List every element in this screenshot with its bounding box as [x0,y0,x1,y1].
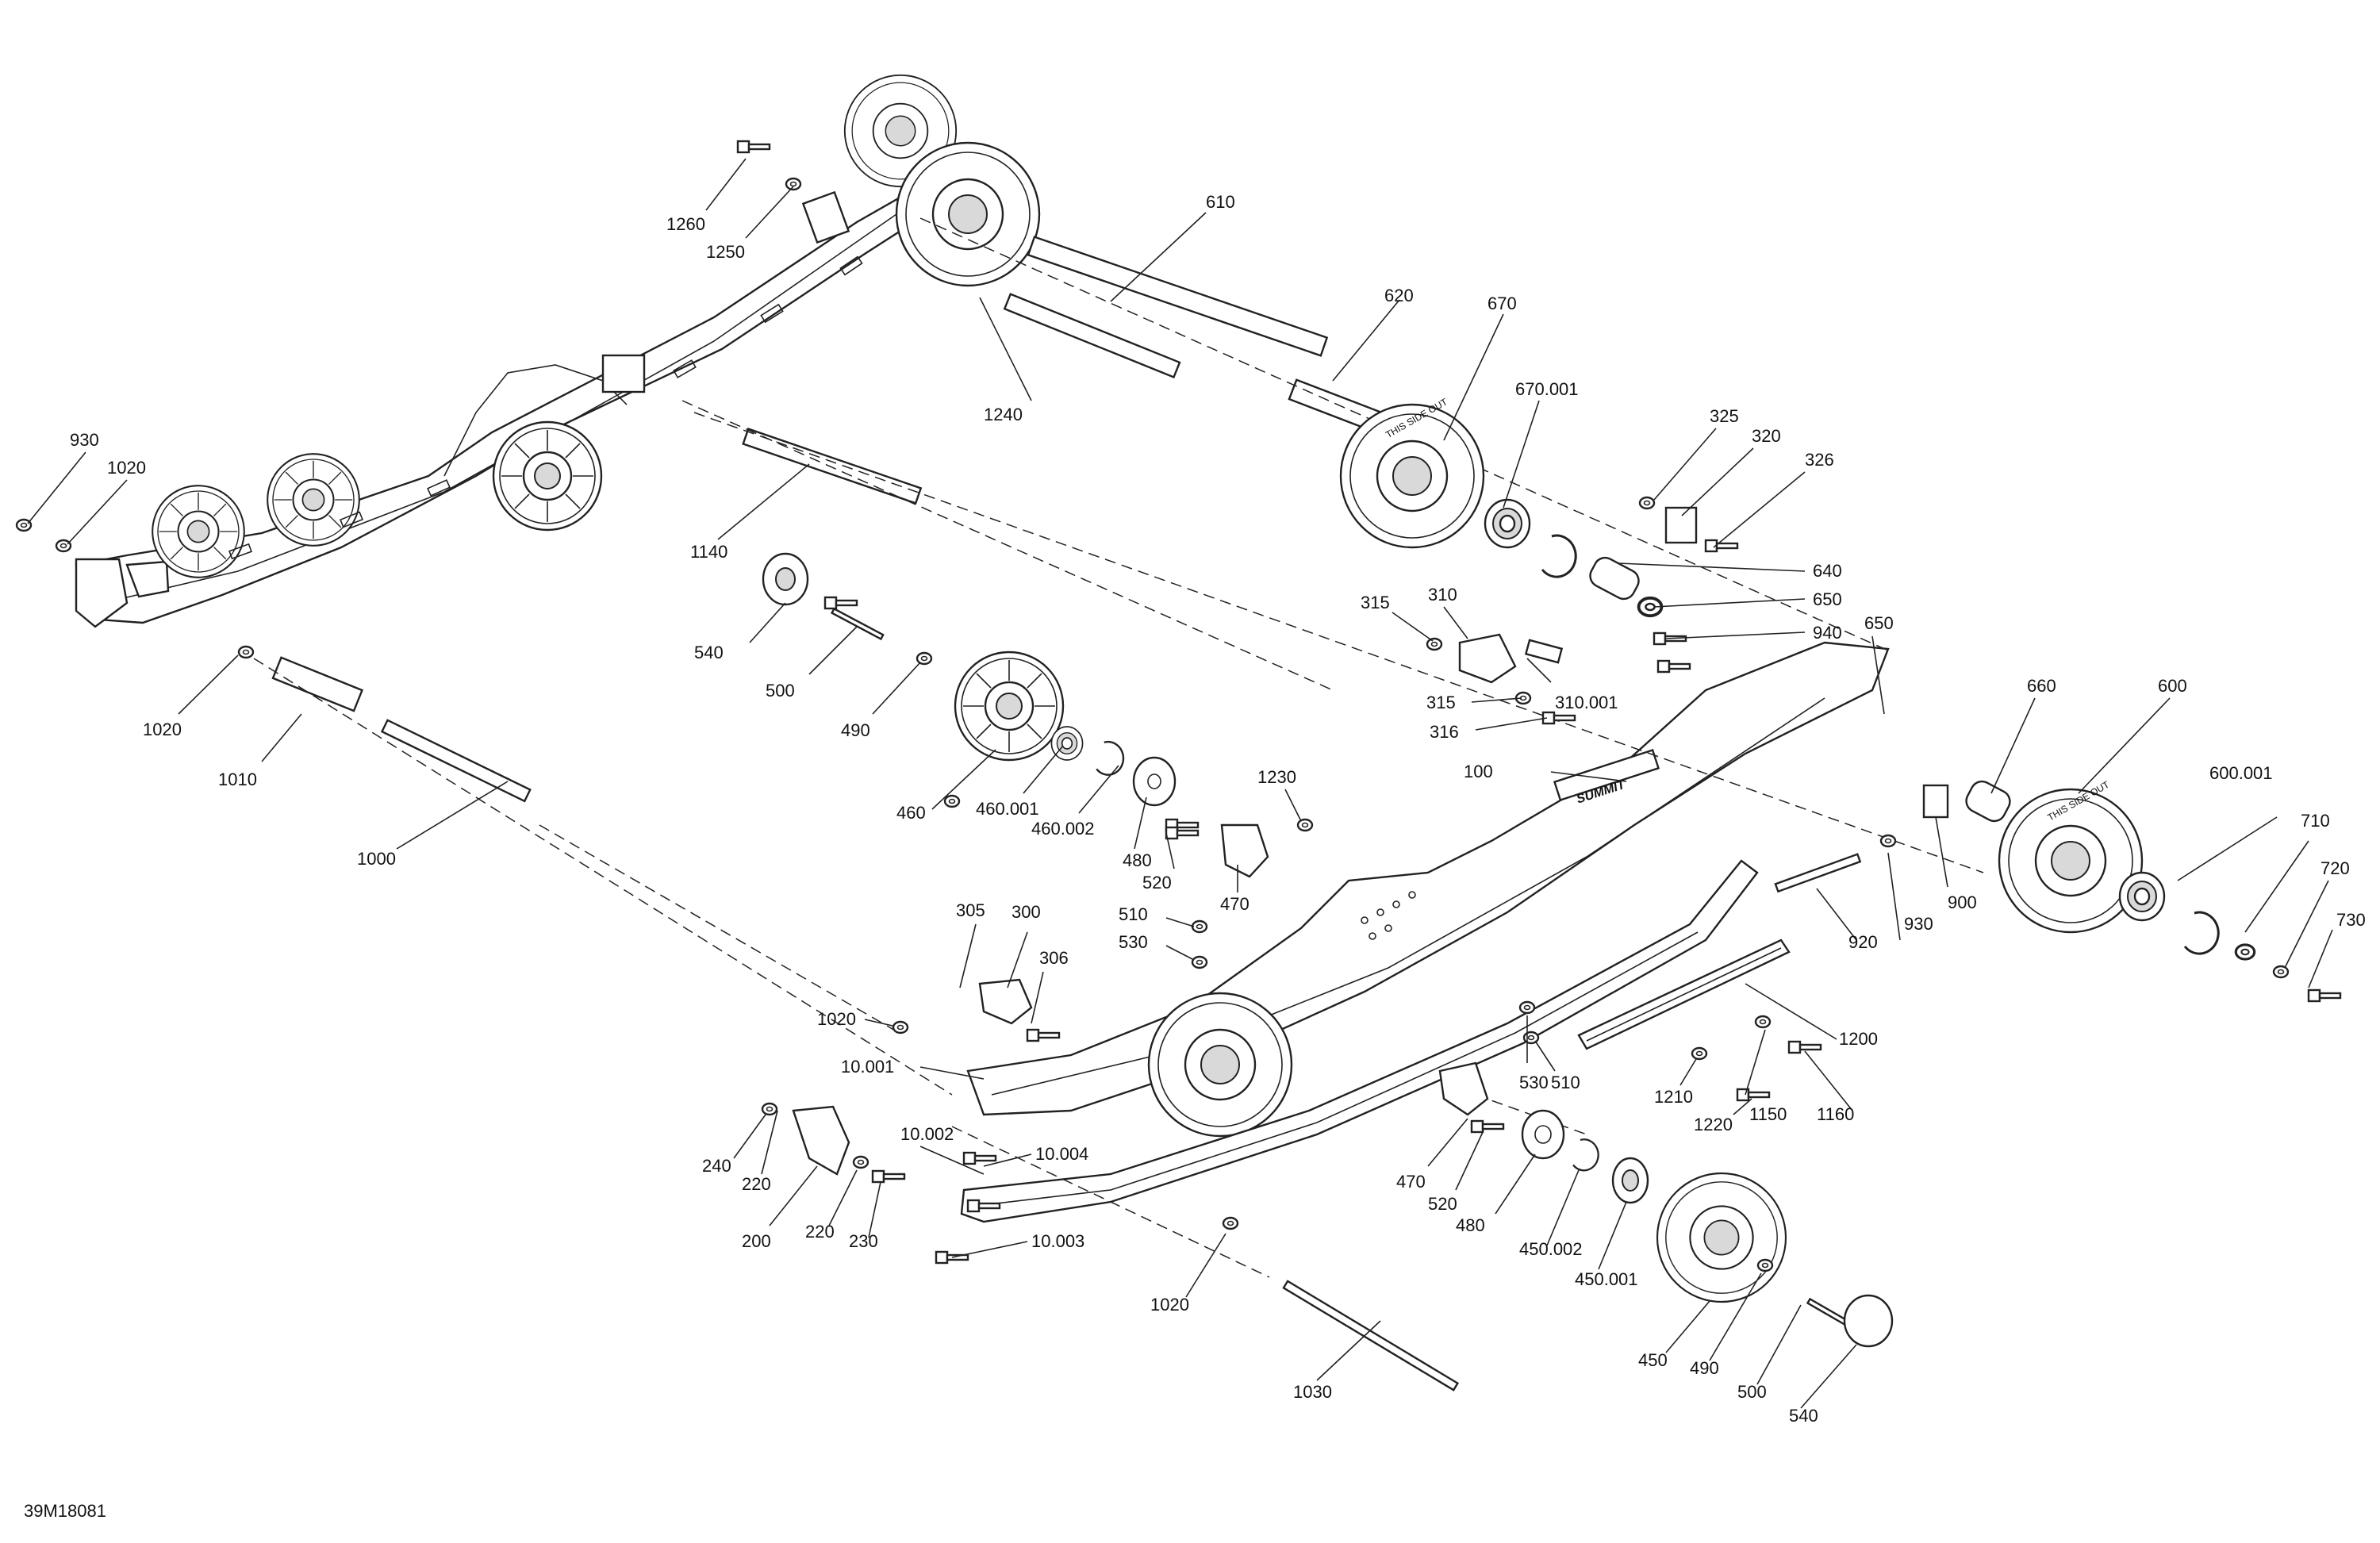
callout-480: 480 [1123,850,1152,870]
callout-10-003: 10.003 [1031,1231,1084,1251]
callout-670: 670 [1488,294,1517,313]
callout-460: 460 [896,803,926,823]
callout-230: 230 [849,1231,878,1251]
callout-220-b: 220 [805,1222,835,1242]
callout-670-001: 670.001 [1515,379,1579,399]
callout-1010: 1010 [218,770,257,789]
callout-540: 540 [694,643,724,662]
callout-460-002: 460.002 [1031,819,1095,839]
callout-1200: 1200 [1839,1029,1878,1049]
callout-1020-d: 1020 [1150,1295,1189,1315]
callout-310-001: 310.001 [1555,693,1618,712]
callout-306: 306 [1039,948,1069,968]
callout-600-001: 600.001 [2209,763,2273,783]
callout-660: 660 [2027,676,2056,696]
leader-lines [27,158,2333,1409]
callout-520: 520 [1142,873,1172,892]
callout-530-b: 530 [1519,1073,1549,1092]
right-rail-assembly: SUMMIT [966,641,1890,1138]
slide-rail [960,859,1759,1223]
callout-710: 710 [2301,811,2330,831]
callout-900: 900 [1948,892,1977,912]
wheel-hardware: THIS SIDE OUT THIS SIDE OUT [15,140,2342,1348]
callout-650: 650 [1813,589,1842,609]
callout-530: 530 [1119,932,1148,952]
rail-slots [228,255,863,560]
callout-315: 315 [1361,593,1390,612]
callout-1210: 1210 [1654,1087,1693,1107]
callout-325: 325 [1710,406,1739,426]
callout-1220: 1220 [1694,1115,1733,1134]
rail-holes [1361,891,1416,940]
callout-1000: 1000 [357,849,396,869]
callout-510: 510 [1119,904,1148,924]
diagram-id-label: 39M18081 [24,1501,106,1521]
callout-10-002: 10.002 [900,1124,954,1144]
callout-220: 220 [742,1174,771,1194]
callout-640: 640 [1813,561,1842,581]
callout-500: 500 [766,681,795,700]
callout-1020: 1020 [107,458,146,478]
callout-470-b: 470 [1396,1172,1426,1192]
callout-10-001: 10.001 [841,1057,894,1077]
callout-930-b: 930 [1904,914,1933,934]
callout-450: 450 [1638,1350,1668,1370]
callout-100: 100 [1464,762,1493,781]
callout-1160: 1160 [1817,1104,1854,1124]
callout-1150: 1150 [1749,1104,1787,1124]
callout-460-001: 460.001 [976,799,1039,819]
callout-520-b: 520 [1428,1194,1457,1214]
callout-326: 326 [1805,450,1834,470]
callout-510-b: 510 [1551,1073,1580,1092]
callout-920: 920 [1848,932,1878,952]
callout-470: 470 [1220,894,1250,914]
callout-600: 600 [2158,676,2187,696]
callout-490-b: 490 [1690,1358,1719,1378]
callout-610: 610 [1206,192,1235,212]
callout-1250: 1250 [706,242,745,262]
callout-450-002: 450.002 [1519,1239,1583,1259]
callout-315-b: 315 [1426,693,1456,712]
callout-650-b: 650 [1864,613,1894,633]
callout-1030: 1030 [1293,1382,1332,1402]
callout-300: 300 [1012,902,1041,922]
callout-10-004: 10.004 [1035,1144,1088,1164]
callout-450-001: 450.001 [1575,1269,1638,1289]
callout-1020-b: 1020 [143,720,182,739]
callout-930: 930 [70,430,99,450]
callout-316: 316 [1430,722,1459,742]
callout-1240: 1240 [984,405,1023,424]
callout-1020-c: 1020 [817,1009,856,1029]
slider-shoe [1577,938,1791,1050]
callout-305: 305 [956,900,985,920]
callout-730: 730 [2336,910,2366,930]
callout-500-b: 500 [1737,1382,1767,1402]
callout-940: 940 [1813,623,1842,643]
callout-1260: 1260 [666,214,705,234]
callout-480-b: 480 [1456,1215,1485,1235]
callout-620: 620 [1384,286,1414,305]
callout-labels: 930 1020 1260 1250 610 620 670 670.001 1… [70,192,2366,1426]
callout-1140: 1140 [690,542,727,562]
callout-320: 320 [1752,426,1781,446]
callout-540-b: 540 [1789,1406,1818,1426]
callout-720: 720 [2320,858,2350,878]
left-rail-assembly [75,74,1041,628]
callout-200: 200 [742,1231,771,1251]
callout-490: 490 [841,720,870,740]
callout-1230: 1230 [1257,767,1296,787]
callout-310: 310 [1428,585,1457,605]
callout-240: 240 [702,1156,731,1176]
